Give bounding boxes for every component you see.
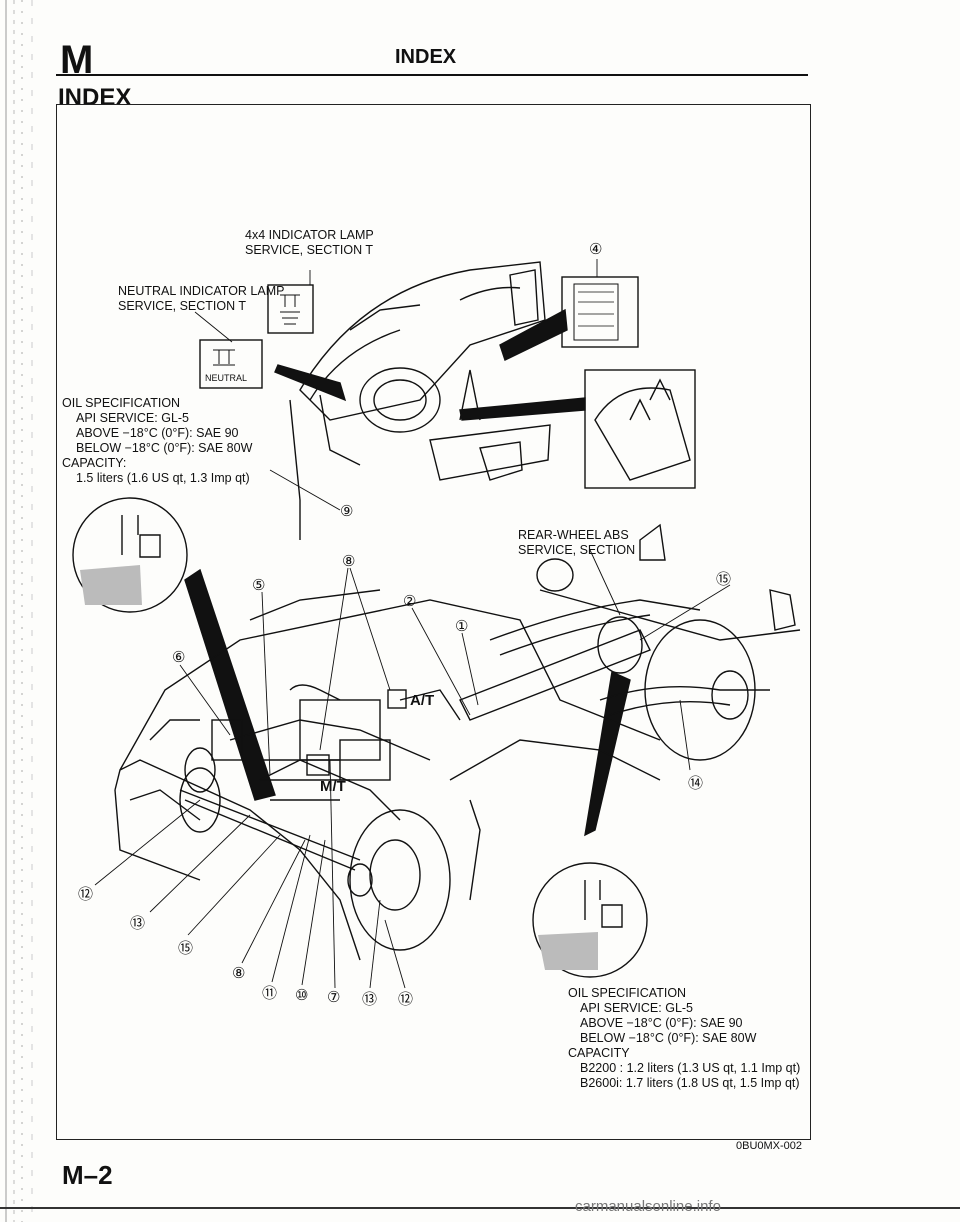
oil-spec-line: CAPACITY: — [62, 456, 127, 470]
bottom-rule — [0, 1207, 960, 1209]
watermark: carmanualsonline.info — [575, 1198, 721, 1215]
callout-line: NEUTRAL INDICATOR LAMP — [118, 284, 285, 298]
page-number: M–2 — [62, 1160, 113, 1190]
part-number-14: ⑭ — [688, 776, 704, 792]
callout-line: SERVICE, SECTION T — [118, 299, 247, 313]
part-number-12-bottom: ⑫ — [398, 992, 414, 1008]
oil-spec-title: OIL SPECIFICATION — [62, 396, 181, 410]
part-number-15-front: ⑮ — [178, 941, 194, 957]
callout-line: 4x4 INDICATOR LAMP — [245, 228, 374, 242]
transfer-shifter-box — [584, 369, 696, 489]
part-number-13-left: ⑬ — [130, 916, 146, 932]
front-axle — [179, 789, 361, 871]
section-letter: M — [60, 38, 93, 82]
part-number-8-bottom: ⑧ — [232, 966, 246, 982]
page-header-title: INDEX — [395, 46, 457, 68]
callout-rear-abs: REAR-WHEEL ABS SERVICE, SECTION — [518, 528, 635, 558]
oil-spec-line: B2200 : 1.2 liters (1.3 US qt, 1.1 Imp q… — [580, 1061, 801, 1075]
binding-edge — [5, 0, 33, 1222]
oil-spec-line: BELOW −18°C (0°F): SAE 80W — [580, 1031, 757, 1045]
oil-spec-line: B2600i: 1.7 liters (1.8 US qt, 1.5 Imp q… — [580, 1076, 800, 1090]
figure-code: 0BU0MX-002 — [736, 1140, 803, 1152]
part-number-6: ⑥ — [172, 650, 186, 666]
part-number-9: ⑨ — [340, 504, 354, 520]
part-number-4: ④ — [589, 242, 603, 258]
diagram-frame — [56, 104, 811, 1140]
lock-indicator-box — [561, 276, 639, 348]
callout-neutral-indicator: NEUTRAL INDICATOR LAMP SERVICE, SECTION … — [118, 284, 284, 314]
dashboard-drawing — [289, 261, 551, 540]
drivetrain-illustration — [72, 259, 801, 989]
part-number-2: ② — [403, 594, 417, 610]
part-number-12-left: ⑫ — [78, 887, 94, 903]
oil-spec-rear: OIL SPECIFICATION API SERVICE: GL-5 ABOV… — [568, 986, 800, 1091]
part-number-8-top: ⑧ — [342, 554, 356, 570]
index-heading: INDEX — [58, 84, 132, 111]
oil-spec-line: API SERVICE: GL-5 — [76, 411, 190, 425]
oil-spec-front: OIL SPECIFICATION API SERVICE: GL-5 ABOV… — [62, 396, 252, 486]
part-number-15-rear: ⑮ — [716, 572, 732, 588]
at-label: A/T — [410, 692, 435, 709]
callout-4x4-indicator: 4x4 INDICATOR LAMP SERVICE, SECTION T — [245, 228, 374, 258]
callout-line: SERVICE, SECTION — [518, 543, 636, 557]
truck-body — [114, 589, 661, 961]
part-number-1: ① — [455, 619, 469, 635]
oil-spec-line: API SERVICE: GL-5 — [580, 1001, 694, 1015]
neutral-indicator-box — [199, 339, 263, 389]
part-number-11: ⑪ — [262, 986, 278, 1002]
rear-drain-plug-detail — [532, 862, 648, 978]
header-rule — [56, 74, 808, 76]
oil-spec-line: BELOW −18°C (0°F): SAE 80W — [76, 441, 253, 455]
rear-axle-drawing — [459, 523, 801, 761]
neutral-badge: NEUTRAL — [205, 373, 248, 383]
oil-spec-line: ABOVE −18°C (0°F): SAE 90 — [76, 426, 239, 440]
callout-line: SERVICE, SECTION T — [245, 243, 374, 257]
oil-spec-title: OIL SPECIFICATION — [568, 986, 687, 1000]
indicator-4x4-box — [267, 284, 314, 334]
engine-drawing — [211, 684, 461, 801]
front-drain-plug-detail — [72, 497, 188, 613]
oil-spec-line: 1.5 liters (1.6 US qt, 1.3 Imp qt) — [76, 471, 250, 485]
mt-label: M/T — [320, 778, 346, 795]
part-number-7: ⑦ — [327, 990, 341, 1006]
callout-line: REAR-WHEEL ABS — [518, 528, 629, 542]
oil-spec-line: ABOVE −18°C (0°F): SAE 90 — [580, 1016, 743, 1030]
oil-spec-line: CAPACITY — [568, 1046, 630, 1060]
part-number-13-bottom: ⑬ — [362, 992, 378, 1008]
part-number-5: ⑤ — [252, 578, 266, 594]
part-number-10: ⑩ — [295, 988, 309, 1004]
